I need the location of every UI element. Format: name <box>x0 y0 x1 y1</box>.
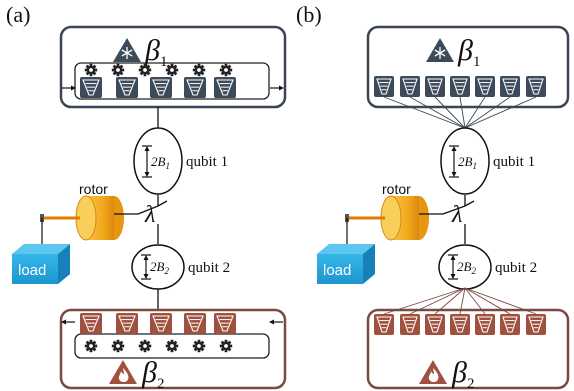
cup-icon <box>214 313 236 334</box>
panel-b: (b) β1 <box>296 2 570 391</box>
cup-icon <box>526 76 546 97</box>
flame-icon <box>419 360 447 384</box>
gear-icon <box>219 339 233 353</box>
rotor-label: rotor <box>79 181 108 197</box>
cup-icon <box>184 313 206 334</box>
panel-a: (a) β1 <box>6 2 287 391</box>
qubit-2-label: qubit 2 <box>495 260 537 276</box>
gear-icon <box>138 339 152 353</box>
cup-icon <box>374 314 394 335</box>
qubit-2-field: 2B2 <box>150 259 169 276</box>
qubit-1-a: 2B1 qubit 1 <box>133 127 228 195</box>
gear-icon <box>165 339 179 353</box>
gear-icon <box>192 63 206 77</box>
cup-icon <box>150 77 172 98</box>
cup-icon <box>475 76 495 97</box>
gear-icon <box>111 339 125 353</box>
qubit-1-label: qubit 1 <box>186 154 228 170</box>
cup-icon <box>116 77 138 98</box>
cup-row <box>374 76 546 97</box>
gear-icon <box>138 63 152 77</box>
hot-bath-beta: β2 <box>141 356 164 391</box>
load-label: load <box>18 262 46 279</box>
load-a: load <box>12 244 70 284</box>
cup-icon <box>80 77 102 98</box>
cold-bath-b: β1 <box>366 25 570 109</box>
hot-bath-beta: β2 <box>451 356 474 391</box>
cup-icon <box>184 77 206 98</box>
qubit-1-field: 2B1 <box>458 154 477 171</box>
gear-icon <box>84 63 98 77</box>
qubit-1-label: qubit 1 <box>493 154 535 170</box>
qubit-1-field: 2B1 <box>151 154 170 171</box>
cup-icon <box>400 76 420 97</box>
cup-icon <box>214 77 236 98</box>
panel-b-label: (b) <box>296 2 322 27</box>
cup-icon <box>425 314 445 335</box>
cup-icon <box>400 314 420 335</box>
gear-icon <box>111 63 125 77</box>
conveyor-belt <box>74 333 270 359</box>
rotor-a: rotor <box>40 181 138 246</box>
cup-icon <box>526 314 546 335</box>
cup-icon <box>80 313 102 334</box>
cold-bath-a: β1 <box>59 25 287 109</box>
cup-icon <box>116 313 138 334</box>
rotor-label: rotor <box>382 181 411 197</box>
cup-icon <box>374 76 394 97</box>
gear-row <box>84 339 233 353</box>
flame-icon <box>109 360 137 384</box>
cup-icon <box>425 76 445 97</box>
coupling-lambda: λ <box>451 202 462 228</box>
qubit-2-a: 2B2 qubit 2 <box>131 244 230 290</box>
qubit-1-b: 2B1 qubit 1 <box>440 127 535 195</box>
conveyor-belt <box>74 62 270 100</box>
load-b: load <box>317 244 375 284</box>
snowflake-icon <box>426 38 454 62</box>
coupling-lambda: λ <box>144 202 155 228</box>
cup-icon <box>150 313 172 334</box>
hot-bath-a: β2 <box>59 308 287 391</box>
cold-bath-beta: β1 <box>144 34 167 70</box>
load-label: load <box>323 262 351 279</box>
cup-icon <box>500 76 520 97</box>
gear-icon <box>219 63 233 77</box>
cup-icon <box>475 314 495 335</box>
qubit-2-b: 2B2 qubit 2 <box>438 244 537 290</box>
gear-icon <box>192 339 206 353</box>
coupling-lines <box>383 96 537 129</box>
gear-icon <box>165 63 179 77</box>
hot-bath-b: β2 <box>366 308 570 391</box>
cup-icon <box>450 76 470 97</box>
cup-icon <box>500 314 520 335</box>
qubit-2-label: qubit 2 <box>188 260 230 276</box>
panel-a-label: (a) <box>6 2 30 27</box>
cup-icon <box>450 314 470 335</box>
qubit-2-field: 2B2 <box>457 259 476 276</box>
cold-bath-beta: β1 <box>457 34 480 70</box>
snowflake-icon <box>113 38 141 62</box>
cup-row <box>374 314 546 335</box>
gear-icon <box>84 339 98 353</box>
cup-row <box>80 77 236 98</box>
gear-row <box>84 63 233 77</box>
cup-row <box>80 313 236 334</box>
rotor-b: rotor <box>345 181 443 246</box>
